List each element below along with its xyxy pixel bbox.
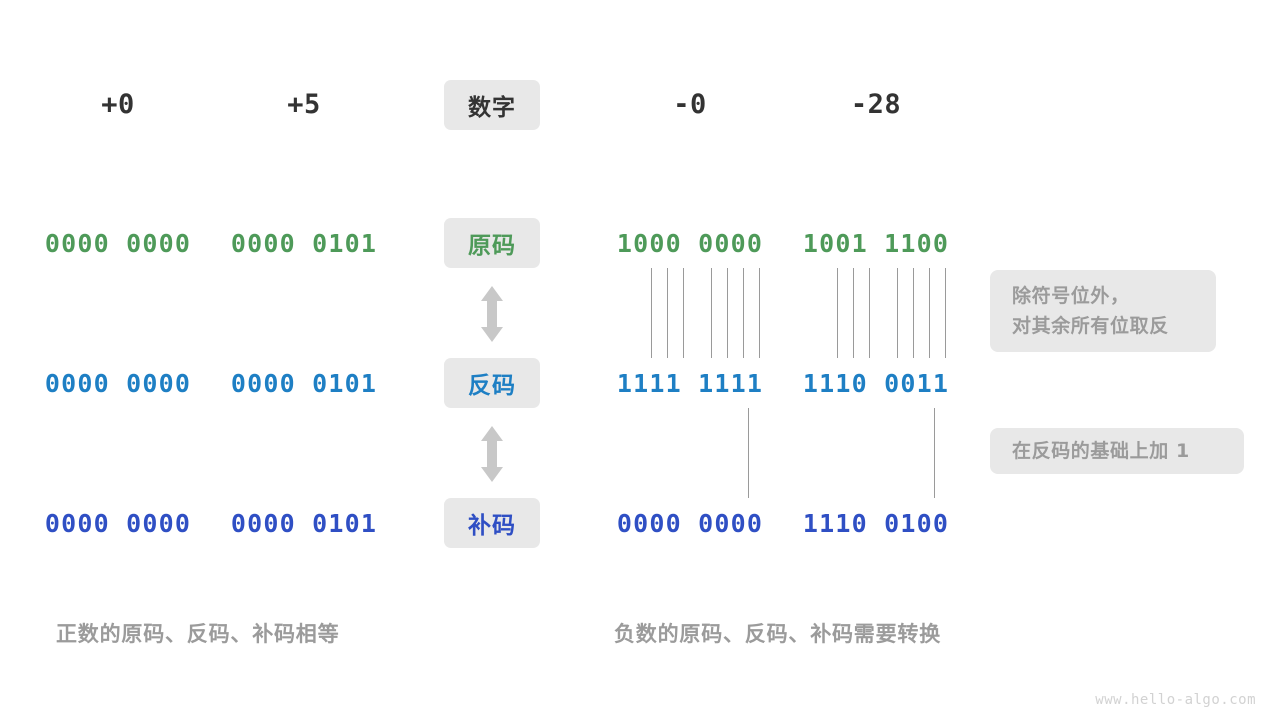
- ones-complement-value-minus-zero: 1111 1111: [616, 368, 764, 398]
- connector-line-minus-zero-bit4: [683, 268, 684, 358]
- connector-line-minus-zero-bit5: [711, 268, 712, 358]
- note-add-one-line1: 在反码的基础上加 1: [1012, 440, 1190, 462]
- connector-line-minus-zero-bit2: [651, 268, 652, 358]
- sign-magnitude-value-minus-zero: 1000 0000: [616, 228, 764, 258]
- connector-line-minus-zero-bit3: [667, 268, 668, 358]
- column-header-minus-zero: -0: [673, 89, 707, 120]
- note-invert-bits: 除符号位外， 对其余所有位取反: [990, 270, 1216, 352]
- note-add-one: 在反码的基础上加 1: [990, 428, 1244, 474]
- twos-complement-value-plus-zero: 0000 0000: [44, 508, 192, 538]
- twos-complement-value-minus-twentyeight: 1110 0100: [802, 508, 950, 538]
- sign-magnitude-value-minus-twentyeight: 1001 1100: [802, 228, 950, 258]
- connector-line-carry-minus-twentyeight: [934, 408, 935, 498]
- sign-magnitude-value-plus-zero: 0000 0000: [44, 228, 192, 258]
- arrow-up-down-icon-secondary: [479, 425, 505, 483]
- column-header-minus-twentyeight: -28: [850, 89, 902, 120]
- twos-complement-value-plus-five: 0000 0101: [230, 508, 378, 538]
- connector-line-minus-twentyeight-bit3: [853, 268, 854, 358]
- row-label-ones-complement: 反码: [444, 358, 540, 408]
- ones-complement-value-plus-five: 0000 0101: [230, 368, 378, 398]
- ones-complement-value-plus-zero: 0000 0000: [44, 368, 192, 398]
- connector-line-minus-zero-bit7: [743, 268, 744, 358]
- connector-line-carry-minus-zero: [748, 408, 749, 498]
- arrow-up-down-icon: [479, 285, 505, 343]
- connector-line-minus-twentyeight-bit2: [837, 268, 838, 358]
- watermark: www.hello-algo.com: [1095, 692, 1256, 708]
- connector-line-minus-twentyeight-bit5: [897, 268, 898, 358]
- caption-negative-numbers: 负数的原码、反码、补码需要转换: [614, 622, 941, 646]
- column-header-plus-zero: +0: [101, 89, 135, 120]
- row-label-header-number: 数字: [444, 80, 540, 130]
- row-label-twos-complement: 补码: [444, 498, 540, 548]
- twos-complement-value-minus-zero: 0000 0000: [616, 508, 764, 538]
- connector-line-minus-zero-bit8: [759, 268, 760, 358]
- sign-magnitude-value-plus-five: 0000 0101: [230, 228, 378, 258]
- row-label-sign-magnitude: 原码: [444, 218, 540, 268]
- column-header-plus-five: +5: [287, 89, 321, 120]
- caption-positive-numbers: 正数的原码、反码、补码相等: [56, 622, 340, 646]
- connector-line-minus-twentyeight-bit8: [945, 268, 946, 358]
- connector-line-minus-zero-bit6: [727, 268, 728, 358]
- connector-line-minus-twentyeight-bit6: [913, 268, 914, 358]
- note-invert-bits-line2: 对其余所有位取反: [1012, 315, 1169, 337]
- connector-line-minus-twentyeight-bit7: [929, 268, 930, 358]
- note-invert-bits-line1: 除符号位外，: [1012, 285, 1130, 307]
- connector-line-minus-twentyeight-bit4: [869, 268, 870, 358]
- ones-complement-value-minus-twentyeight: 1110 0011: [802, 368, 950, 398]
